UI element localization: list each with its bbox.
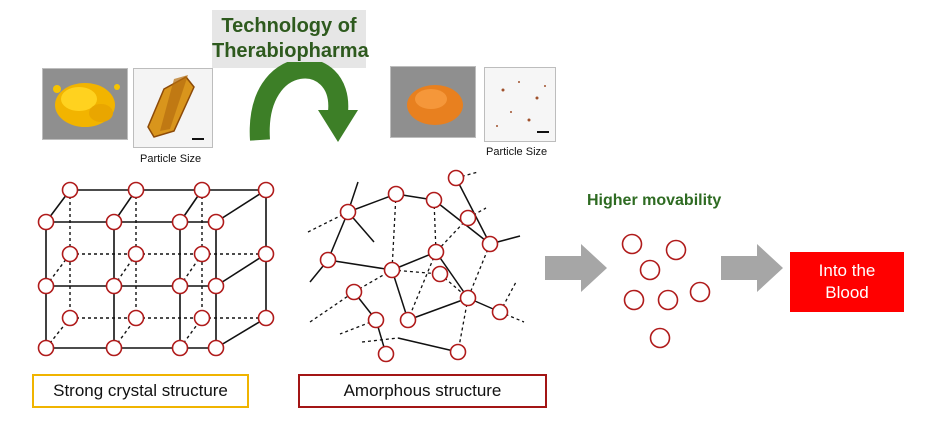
free-particles (621, 233, 711, 349)
blood-line-2: Blood (825, 283, 869, 302)
into-the-blood-box: Into the Blood (790, 252, 904, 312)
amorphous-structure-label: Amorphous structure (298, 374, 547, 408)
amorphous-network (307, 169, 525, 363)
particle-micrograph (484, 67, 556, 142)
right-arrow-icon-1 (545, 244, 607, 292)
technology-line-2: Therabiopharma (212, 40, 369, 62)
crystal-structure-label: Strong crystal structure (32, 374, 249, 408)
blood-line-1: Into the (818, 261, 876, 280)
particle-size-caption-before: Particle Size (140, 153, 202, 165)
higher-movability-label: Higher movability (587, 192, 722, 209)
crystal-lattice (37, 181, 275, 357)
crystal-micrograph (133, 68, 213, 148)
right-arrow-icon-2 (721, 244, 783, 292)
curved-arrow-icon (249, 62, 358, 142)
orange-powder-photo (390, 66, 476, 138)
particle-size-caption-after: Particle Size (486, 146, 548, 158)
technology-banner: Technology of Therabiopharma (212, 10, 369, 68)
yellow-powder-photo (42, 68, 128, 140)
technology-line-1: Technology of (221, 15, 357, 37)
